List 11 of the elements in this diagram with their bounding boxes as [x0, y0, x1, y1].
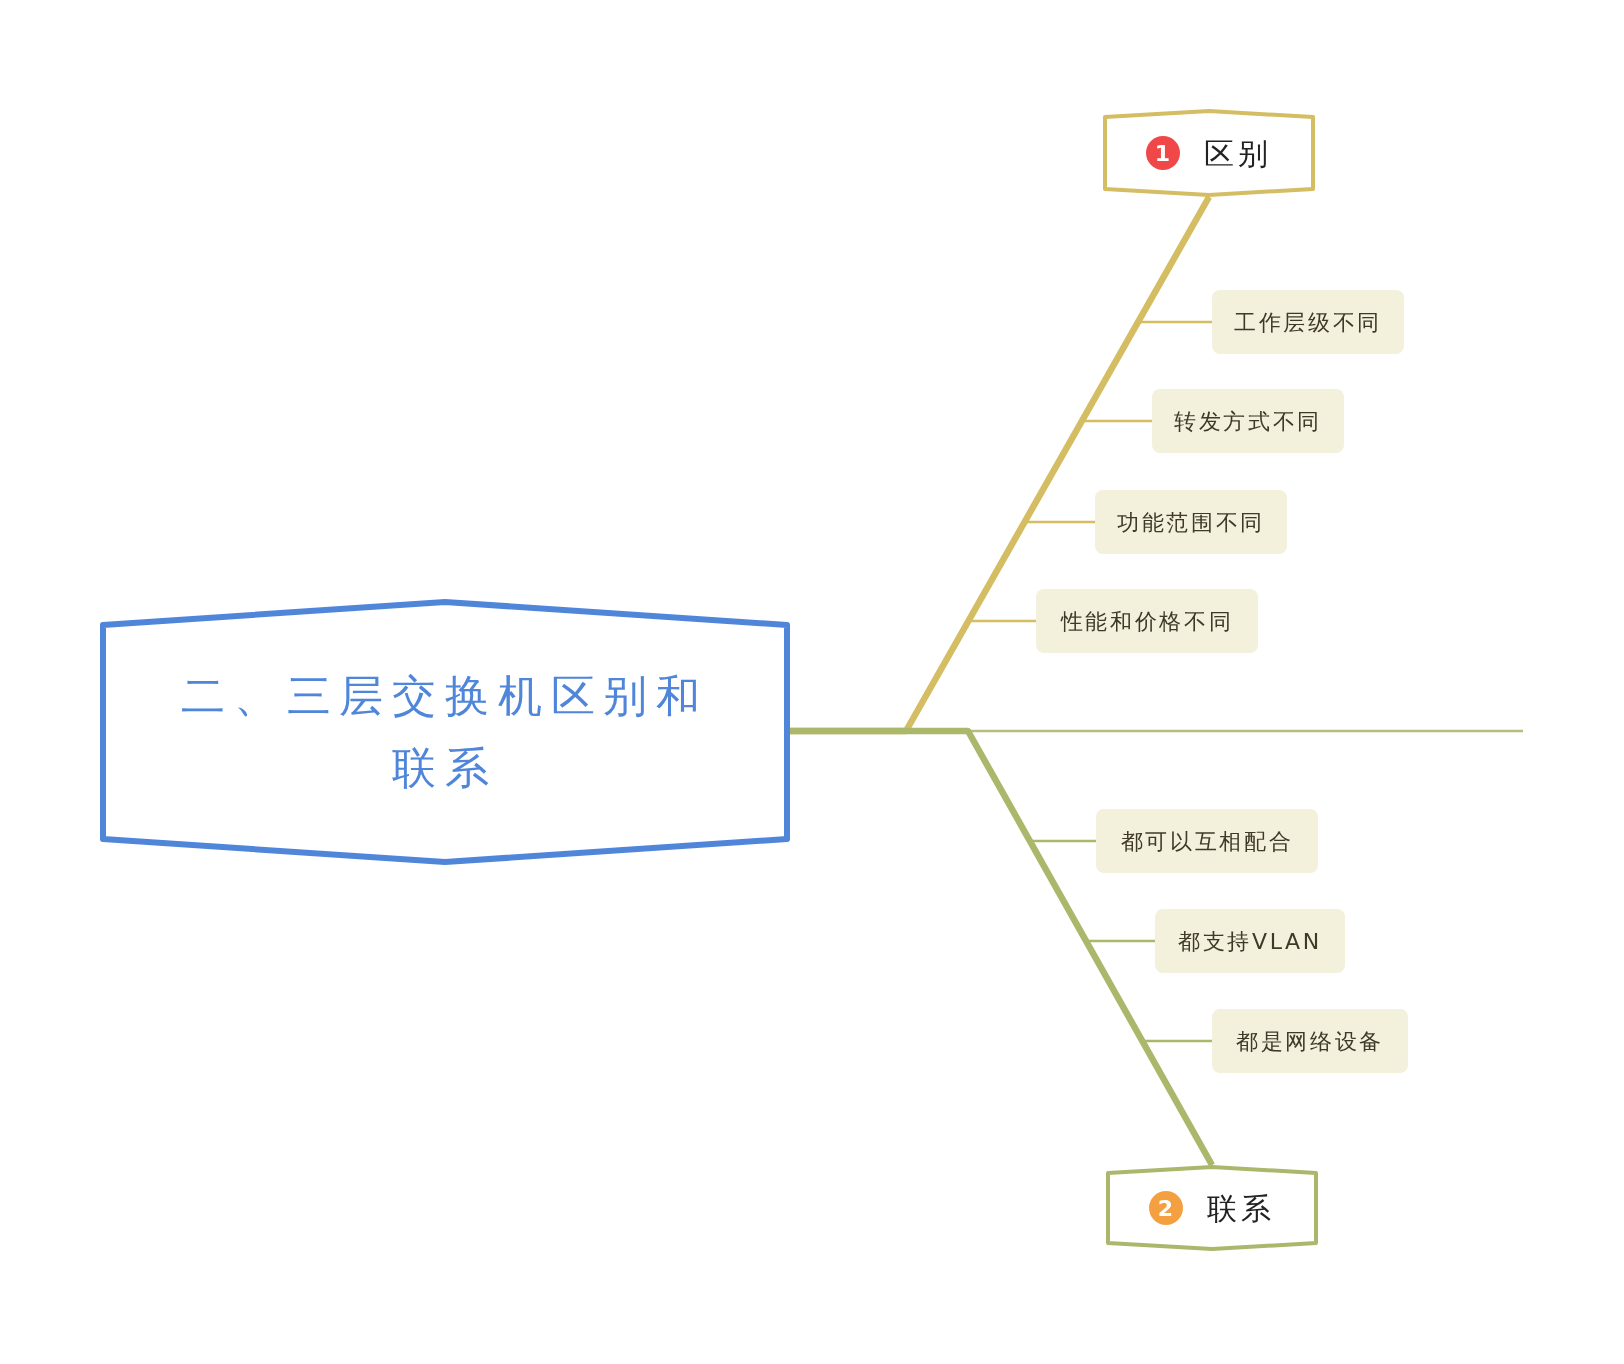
subtopic-box: 都是网络设备	[1212, 1009, 1408, 1073]
subtopic-box: 都可以互相配合	[1096, 809, 1318, 873]
subtopic-box: 转发方式不同	[1152, 389, 1344, 453]
subtopic-box: 性能和价格不同	[1036, 589, 1258, 653]
title-text: 二、三层交换机区别和联系	[180, 669, 710, 795]
subtopic-box: 都支持VLAN	[1155, 909, 1345, 973]
branch-line	[1140, 1039, 1214, 1166]
topic-text: 区别	[1203, 134, 1273, 173]
subtopic-box: 工作层级不同	[1212, 290, 1404, 354]
topic-text: 联系	[1206, 1189, 1276, 1228]
subtopic-box: 功能范围不同	[1095, 490, 1287, 554]
